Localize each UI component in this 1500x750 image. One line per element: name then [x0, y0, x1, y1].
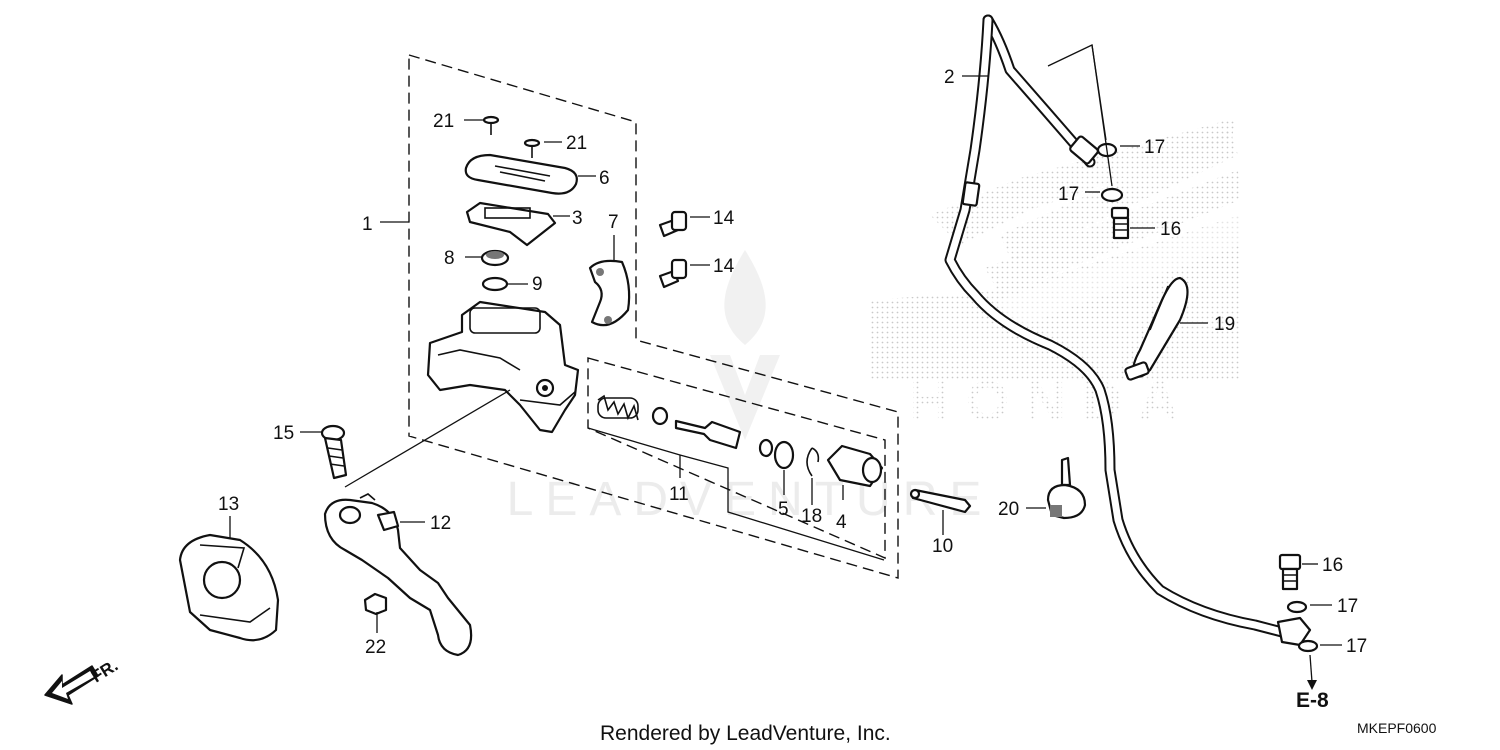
- bolt-14-a: [658, 210, 688, 238]
- part-label-15: 15: [273, 423, 294, 444]
- part-label-21a: 21: [433, 111, 454, 132]
- part-label-7: 7: [608, 212, 619, 233]
- pin-10: [909, 488, 972, 514]
- bolt-14-b: [658, 258, 688, 289]
- reservoir-cap-6: [464, 153, 578, 195]
- part-label-5: 5: [778, 499, 789, 520]
- banjo-bolt-16-a: [1110, 206, 1130, 240]
- part-label-12: 12: [430, 513, 451, 534]
- drawing-code: MKEPF0600: [1357, 720, 1437, 736]
- front-direction-arrow: FR.: [44, 656, 121, 705]
- part-label-3: 3: [572, 208, 583, 229]
- holder-7: [588, 259, 631, 327]
- washer-17-b: [1100, 187, 1124, 203]
- washer-17-c: [1286, 600, 1308, 614]
- o-ring-9: [481, 276, 509, 292]
- part-label-14a: 14: [713, 208, 735, 229]
- part-label-2: 2: [944, 67, 955, 88]
- part-label-17d: 17: [1346, 636, 1367, 657]
- assembly-11-outline: [587, 357, 886, 560]
- part-label-21b: 21: [566, 133, 587, 154]
- piston: [674, 419, 742, 450]
- spring-11: [597, 394, 639, 421]
- reference-code: E-8: [1296, 689, 1329, 712]
- part-label-17c: 17: [1337, 596, 1358, 617]
- assembly-1-outline: [408, 54, 899, 579]
- part-label-18: 18: [801, 506, 822, 527]
- leader-lines: [229, 44, 1342, 690]
- spring-seat: [651, 406, 669, 426]
- clutch-hose-2: [944, 14, 1312, 647]
- part-label-13: 13: [218, 494, 239, 515]
- part-label-16a: 16: [1160, 219, 1181, 240]
- circlip-18: [806, 447, 820, 477]
- part-label-20: 20: [998, 499, 1019, 520]
- clutch-lever-12: [323, 493, 473, 657]
- screw-21-b: [523, 138, 541, 158]
- part-label-10: 10: [932, 536, 953, 557]
- boot-4: [826, 444, 884, 488]
- honda-wing-watermark: [870, 118, 1240, 380]
- lever-cover-13: [178, 533, 280, 642]
- hose-band-19: [1124, 276, 1189, 381]
- part-label-17b: 17: [1058, 184, 1079, 205]
- washer-17-d: [1297, 639, 1319, 653]
- part-label-11: 11: [669, 484, 689, 505]
- front-arrow-label: FR.: [88, 656, 121, 687]
- part-label-19: 19: [1214, 314, 1235, 335]
- part-label-17a: 17: [1144, 137, 1165, 158]
- part-label-6: 6: [599, 168, 610, 189]
- part-label-8: 8: [444, 248, 455, 269]
- master-cylinder-body: [426, 300, 580, 434]
- nut-22: [363, 592, 388, 616]
- cup: [758, 438, 774, 458]
- part-label-16b: 16: [1322, 555, 1343, 576]
- part-label-1: 1: [362, 214, 373, 235]
- footer-credit: Rendered by LeadVenture, Inc.: [600, 722, 891, 745]
- part-label-4: 4: [836, 512, 847, 533]
- leadventure-logo-watermark: [710, 250, 780, 440]
- part-label-9: 9: [532, 274, 543, 295]
- screw-21-a: [482, 115, 500, 135]
- washer-5: [773, 440, 795, 470]
- clamp-20: [1046, 456, 1087, 520]
- pivot-bolt-15: [320, 424, 348, 480]
- diaphragm-8: [480, 249, 510, 267]
- part-label-22: 22: [365, 637, 386, 658]
- diaphragm-plate-3: [465, 201, 557, 247]
- part-label-14b: 14: [713, 256, 735, 277]
- banjo-bolt-16-b: [1278, 553, 1302, 591]
- honda-brand-watermark: HONDA: [909, 369, 1194, 432]
